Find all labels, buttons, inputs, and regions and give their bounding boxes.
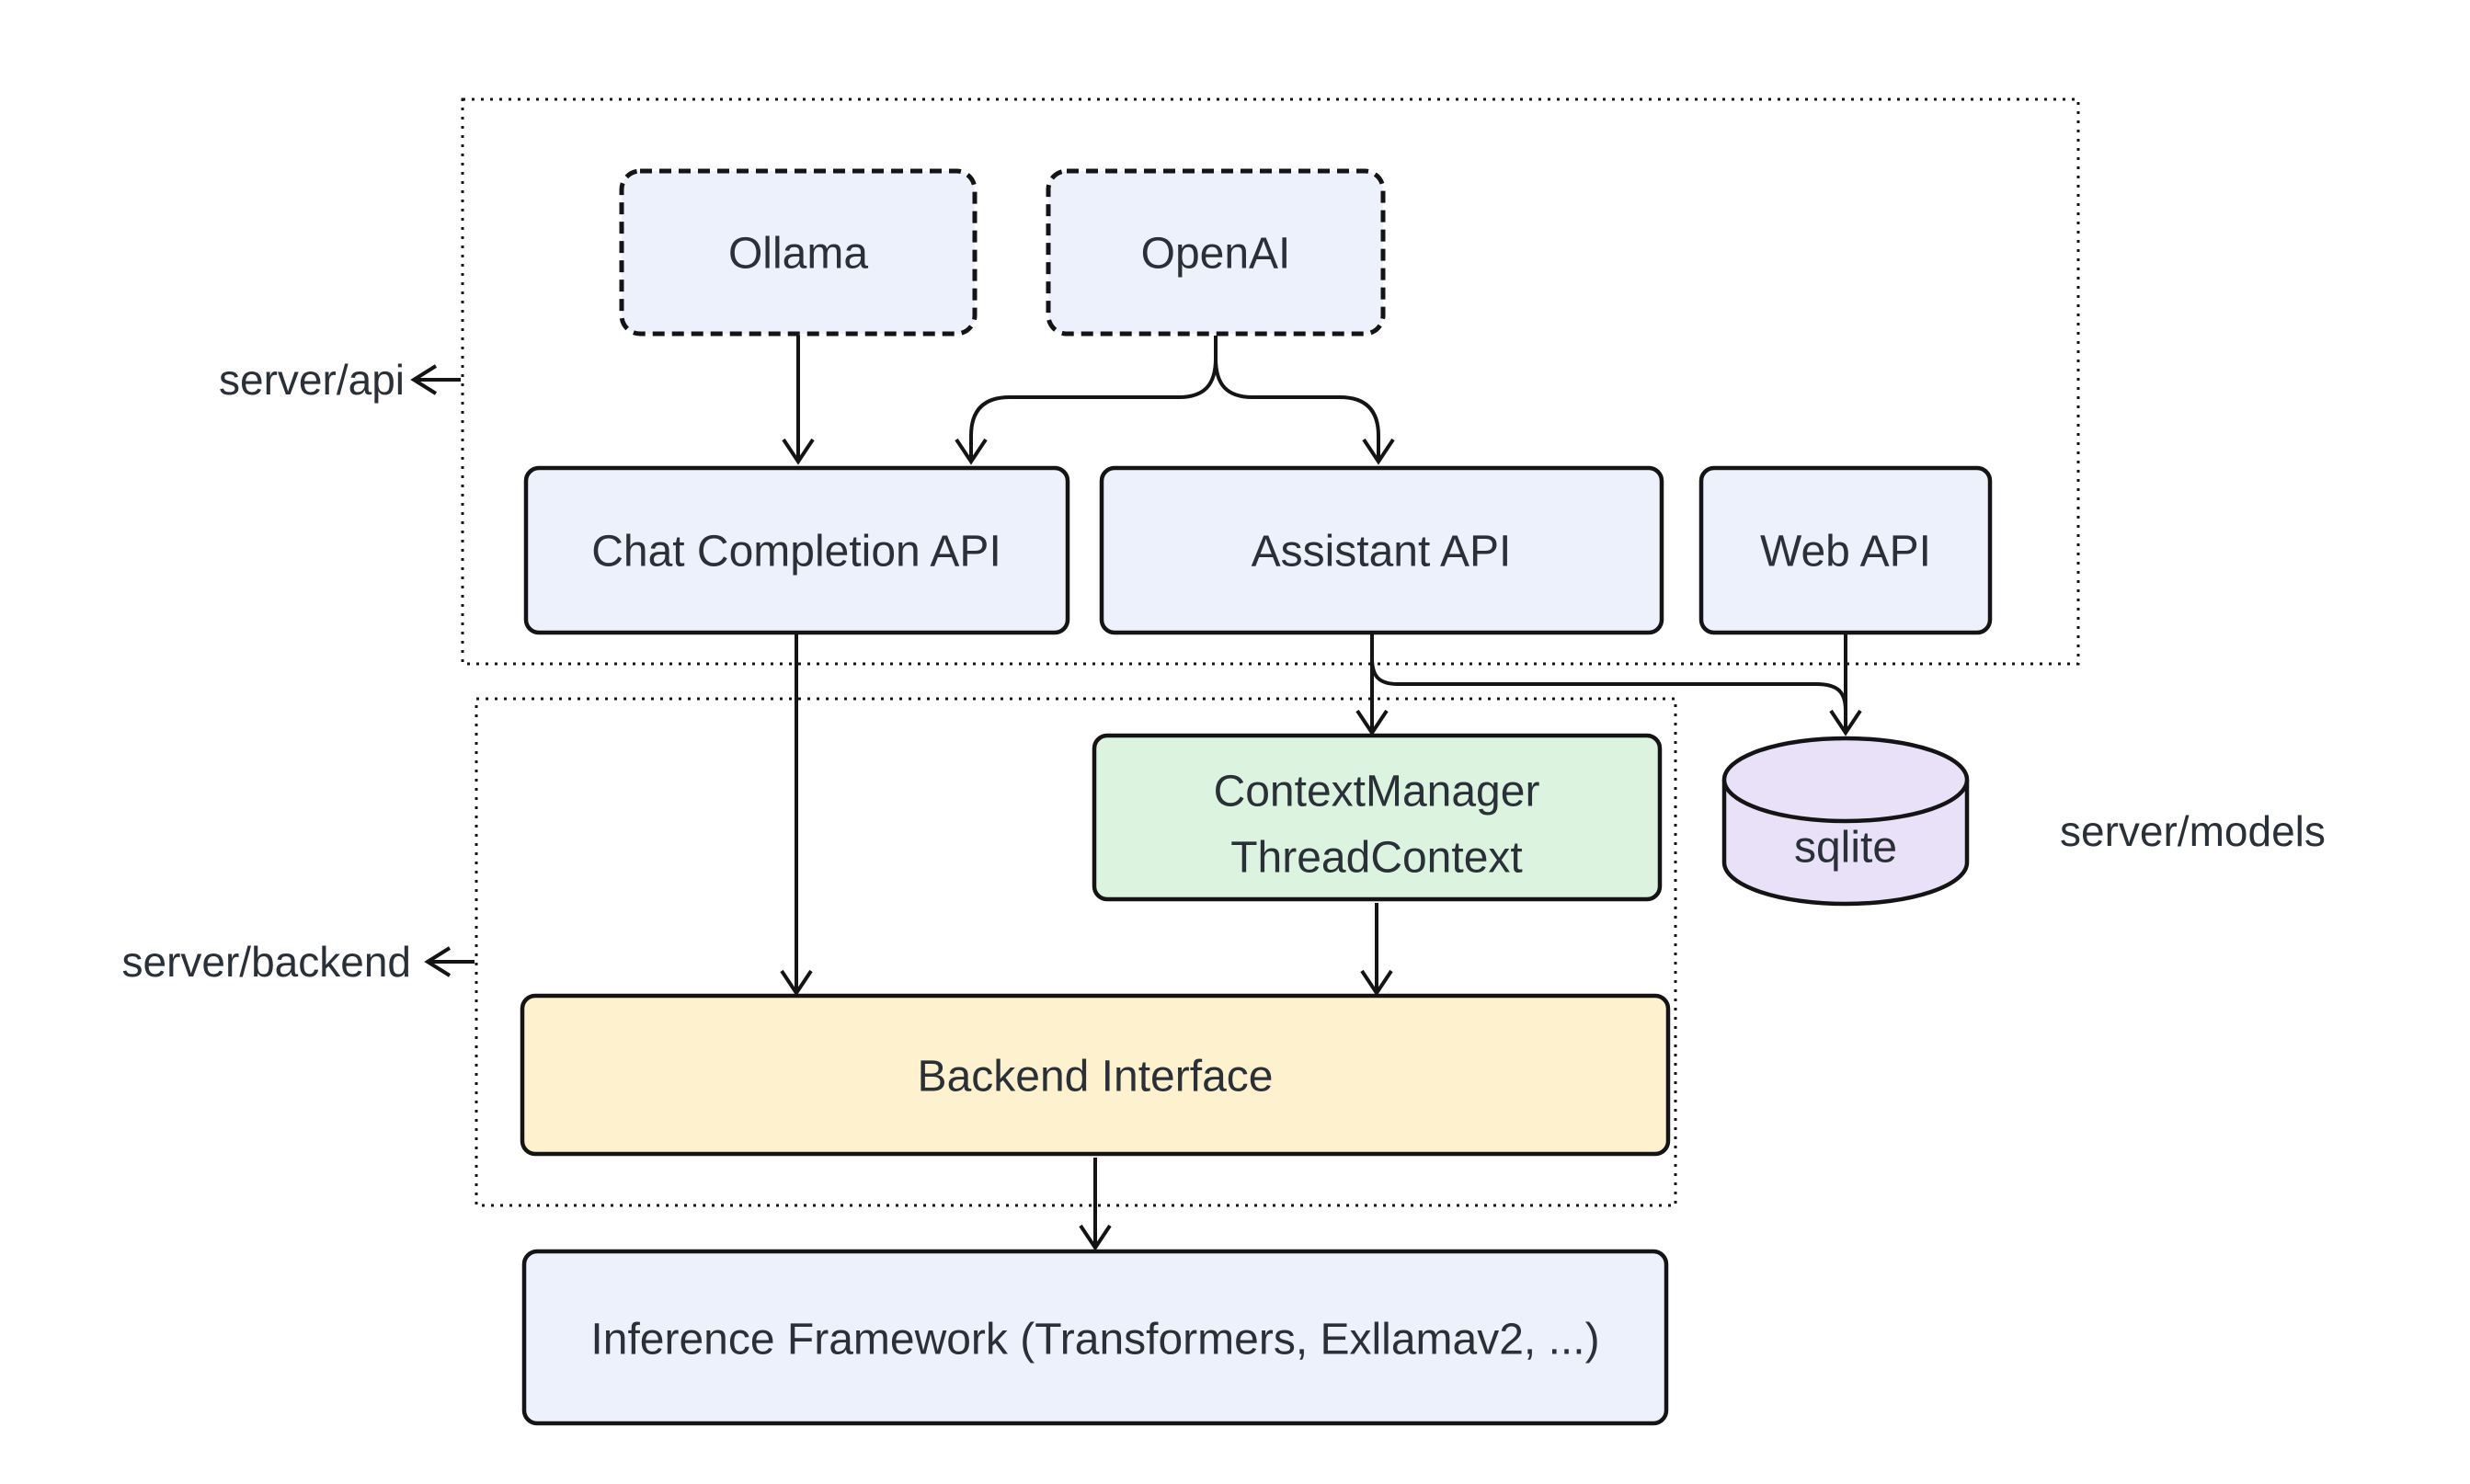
node-ollama [619, 168, 978, 337]
node-chat-completion-api [523, 465, 1070, 635]
node-web-api [1698, 465, 1993, 635]
database-cylinder-top-icon [1721, 736, 1970, 824]
arrowhead-down-icon [780, 969, 813, 997]
node-web-api-label: Web API [1760, 528, 1931, 576]
node-context-manager [1092, 733, 1663, 902]
node-openai-label: OpenAI [1141, 230, 1291, 279]
arrowhead-left-icon [424, 946, 452, 977]
node-ollama-label: Ollama [728, 230, 868, 279]
arrowhead-down-icon [1355, 709, 1389, 736]
arrowhead-down-icon [1829, 709, 1862, 736]
arrowhead-down-icon [1362, 438, 1395, 465]
node-assistant-api-label: Assistant API [1252, 528, 1512, 576]
arrowhead-down-icon [1360, 969, 1393, 997]
arrowhead-down-icon [955, 438, 988, 465]
node-inference-framework [521, 1249, 1669, 1426]
label-server-backend: server/backend [122, 938, 412, 986]
node-context-manager-label-line2: ThreadContext [1230, 834, 1523, 883]
arrowhead-left-icon [410, 364, 438, 395]
arrowhead-down-icon [1079, 1224, 1112, 1251]
arrowhead-down-icon [782, 438, 815, 465]
node-assistant-api [1099, 465, 1664, 635]
label-server-models: server/models [2060, 807, 2326, 855]
node-backend-interface [520, 993, 1671, 1157]
node-backend-interface-label: Backend Interface [918, 1053, 1274, 1102]
edge-assistant-to-sqlite [1370, 657, 1847, 726]
node-context-manager-label-line1: ContextManager [1214, 768, 1540, 816]
group-server-backend [475, 697, 1677, 1207]
edge-openai-to-chat [969, 336, 1218, 460]
node-inference-framework-label: Inference Framework (Transformers, Exlla… [590, 1316, 1599, 1364]
node-chat-completion-api-label: Chat Completion API [591, 528, 1001, 576]
node-sqlite-label: sqlite [1794, 824, 1897, 873]
label-server-api: server/api [219, 356, 405, 404]
node-openai [1046, 168, 1386, 337]
edge-openai-to-assistant [1214, 358, 1380, 460]
